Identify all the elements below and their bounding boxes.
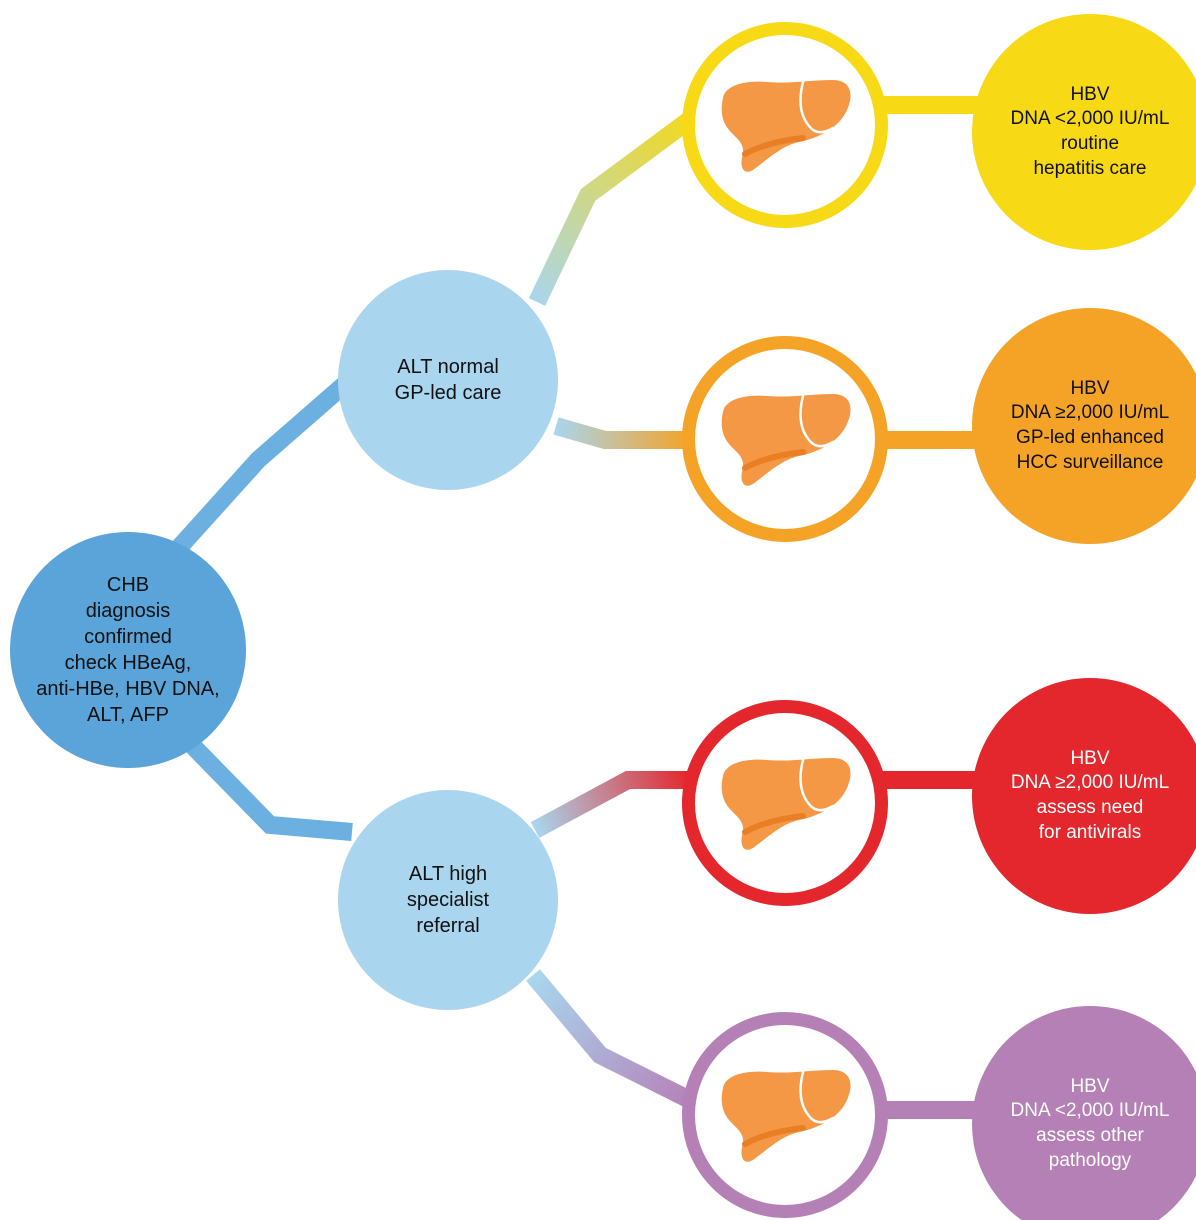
connector-to-red [530, 771, 690, 838]
root-node-chb-diagnosis: CHB diagnosis confirmed check HBeAg, ant… [10, 532, 246, 768]
liver-ring-yellow [682, 22, 888, 228]
liver-icon [721, 758, 851, 850]
branch-alt-normal-label: ALT normal GP-led care [394, 356, 502, 404]
connector-root-to-alt-high [178, 731, 353, 841]
outcome-assess-antivirals: HBV DNA ≥2,000 IU/mL assess need for ant… [972, 678, 1196, 914]
connector-root-to-alt-normal [168, 377, 351, 559]
connector-to-purple [526, 969, 705, 1114]
root-node-label: CHB diagnosis confirmed check HBeAg, ant… [36, 574, 220, 726]
outcome-enhanced-hcc-surveillance: HBV DNA ≥2,000 IU/mL GP-led enhanced HCC… [972, 308, 1196, 544]
liver-icon [721, 1070, 851, 1162]
liver-ring-red [682, 700, 888, 906]
liver-ring-purple [682, 1012, 888, 1218]
branch-node-alt-high: ALT high specialist referral [338, 790, 558, 1010]
liver-icon [721, 394, 851, 486]
outcome-label: HBV DNA <2,000 IU/mL assess other pathol… [1010, 1075, 1170, 1171]
outcome-label: HBV DNA <2,000 IU/mL routine hepatitis c… [1010, 83, 1170, 179]
connector-to-orange [553, 417, 690, 449]
liver-ring-orange [682, 336, 888, 542]
connector-to-yellow [528, 104, 706, 306]
outcome-routine-hepatitis-care: HBV DNA <2,000 IU/mL routine hepatitis c… [972, 14, 1196, 250]
outcome-label: HBV DNA ≥2,000 IU/mL assess need for ant… [1010, 747, 1170, 843]
outcome-assess-other-pathology: HBV DNA <2,000 IU/mL assess other pathol… [972, 1006, 1196, 1220]
branch-node-alt-normal: ALT normal GP-led care [338, 270, 558, 490]
outcome-label: HBV DNA ≥2,000 IU/mL GP-led enhanced HCC… [1010, 377, 1170, 473]
branch-alt-high-label: ALT high specialist referral [406, 863, 490, 937]
liver-icon [721, 80, 851, 172]
